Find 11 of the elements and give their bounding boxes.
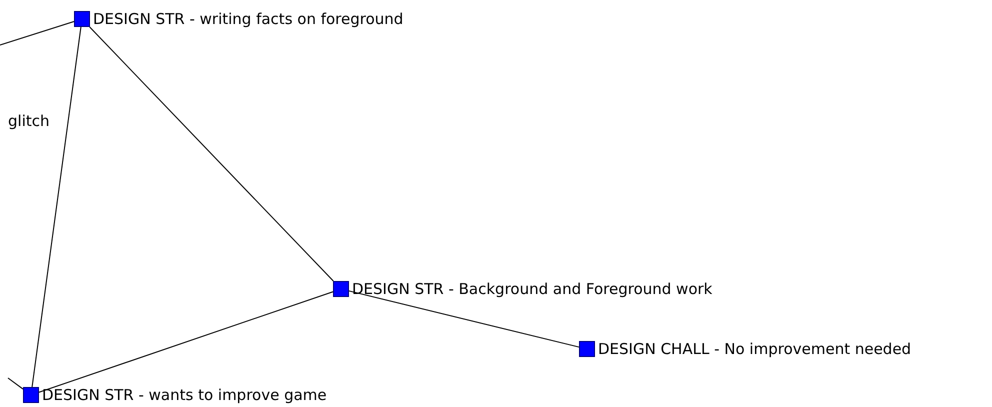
- node-label: DESIGN CHALL - No improvement needed: [598, 342, 912, 356]
- text-label: glitch: [8, 111, 50, 132]
- node-label: DESIGN STR - Background and Foreground work: [352, 282, 712, 296]
- connector-line: [0, 21, 74, 46]
- connector-line: [89, 26, 334, 282]
- node-label: DESIGN STR - writing facts on foreground: [93, 12, 404, 26]
- connector-line: [38, 291, 334, 393]
- connector-line: [348, 290, 580, 348]
- connector-line: [8, 378, 24, 390]
- node-label: DESIGN STR - wants to improve game: [42, 388, 327, 402]
- connector-line: [32, 26, 82, 388]
